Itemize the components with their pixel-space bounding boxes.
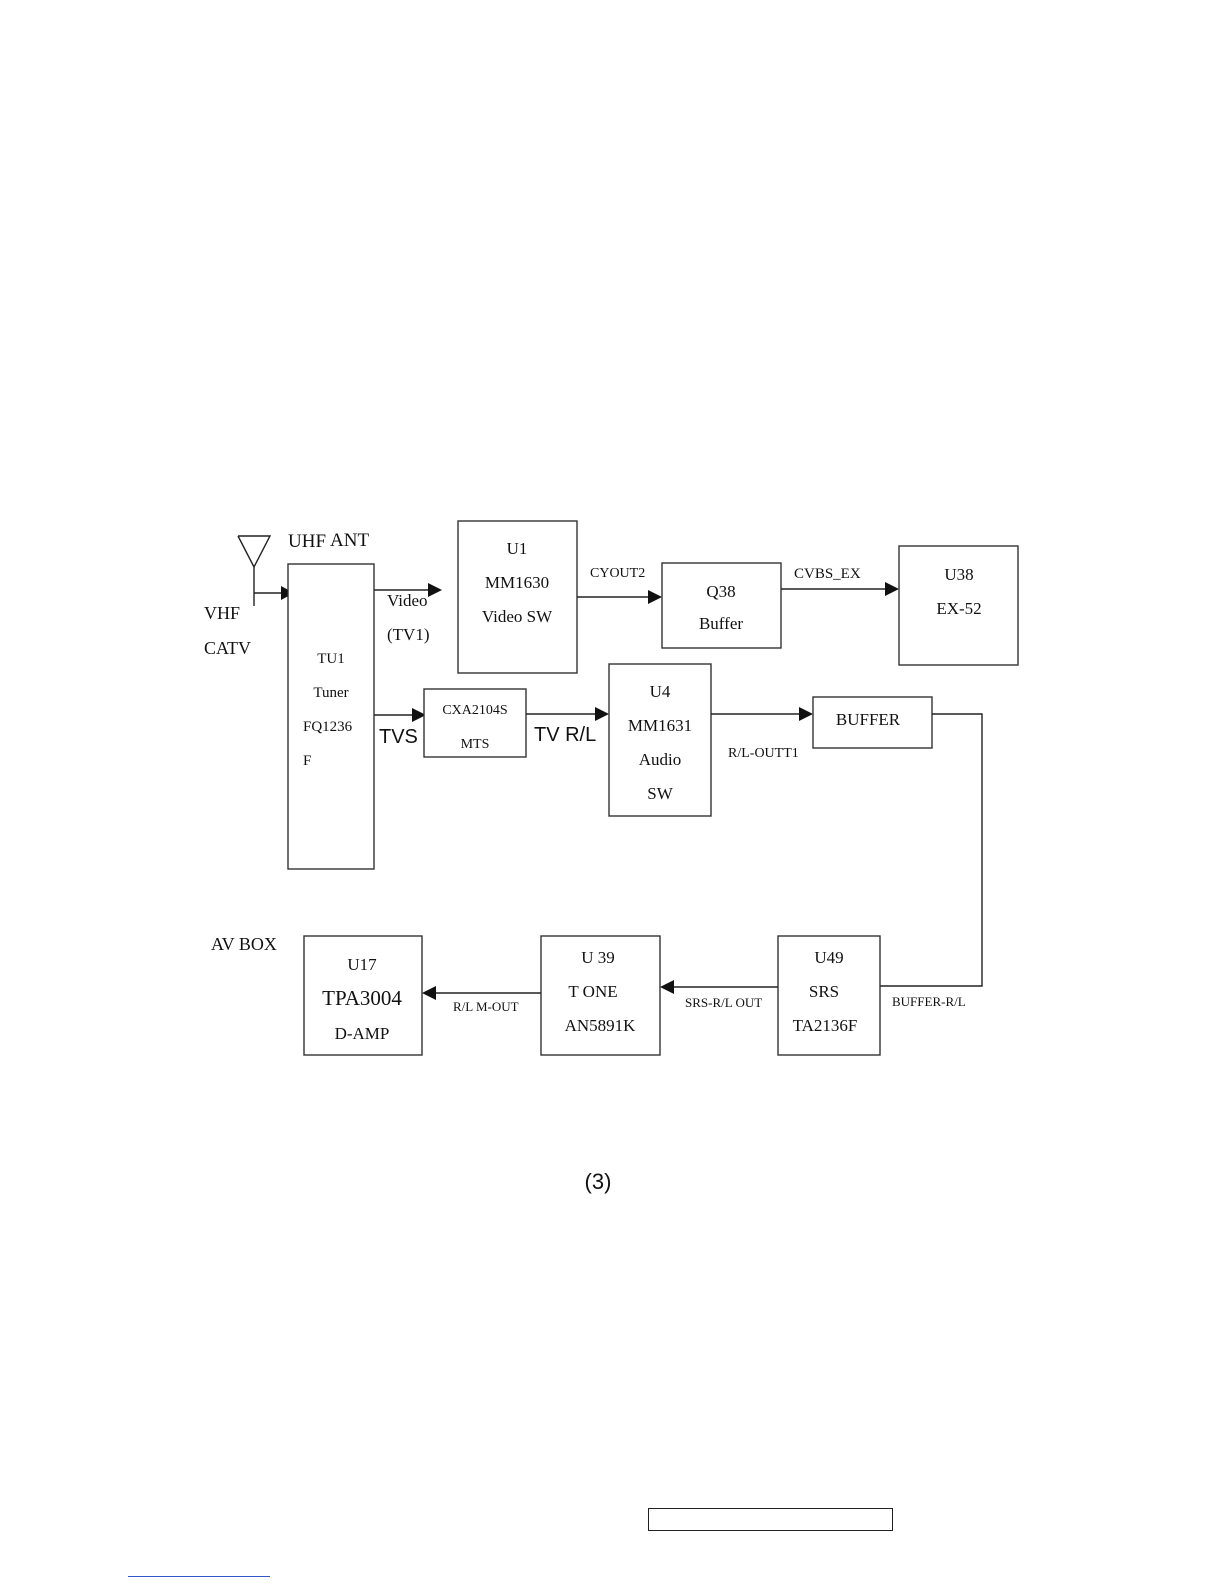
u39-line-3: AN5891K	[565, 1016, 637, 1035]
tone-block-u39: U 39 T ONE AN5891K	[541, 936, 660, 1055]
u4-line-3: Audio	[639, 750, 682, 769]
tvs-signal-label: TVS	[379, 726, 418, 748]
mts-block-cxa2104s: CXA2104S MTS	[424, 689, 526, 757]
buffer-block: BUFFER	[813, 697, 932, 748]
tu1-line-4: F	[303, 753, 311, 769]
av-box-label: AV BOX	[211, 934, 277, 954]
cxa-line-2: MTS	[461, 737, 490, 752]
footer-box	[648, 1508, 893, 1531]
uhf-label: UHF	[288, 531, 326, 552]
tv-rl-signal-label: TV R/L	[534, 724, 596, 746]
rl-m-out-signal-label: R/L M-OUT	[453, 999, 519, 1014]
cyout2-signal-label: CYOUT2	[590, 566, 645, 581]
tu1-line-1: TU1	[317, 651, 345, 667]
catv-label: CATV	[204, 638, 251, 658]
cyout2-arrowhead	[648, 590, 662, 604]
video-arrowhead	[428, 583, 442, 597]
u38-line-1: U38	[944, 565, 973, 584]
u17-line-2: TPA3004	[322, 986, 402, 1010]
u4-line-4: SW	[647, 784, 673, 803]
tv-rl-arrowhead	[595, 707, 609, 721]
rl-m-out-arrowhead	[422, 986, 436, 1000]
buffer-line-1: BUFFER	[836, 710, 901, 729]
rl-outt1-signal-label: R/L-OUTT1	[728, 746, 799, 761]
u4-line-1: U4	[650, 682, 671, 701]
audio-switch-block-u4: U4 MM1631 Audio SW	[609, 664, 711, 816]
amplifier-block-u17: U17 TPA3004 D-AMP	[304, 936, 422, 1055]
tv1-signal-label: (TV1)	[387, 625, 429, 644]
srs-rl-out-arrowhead	[660, 980, 674, 994]
u49-line-3: TA2136F	[793, 1016, 858, 1035]
ex52-block-u38: U38 EX-52	[899, 546, 1018, 665]
u17-line-3: D-AMP	[335, 1024, 390, 1043]
buffer-rl-signal-label: BUFFER-R/L	[892, 994, 966, 1009]
u49-line-1: U49	[814, 948, 843, 967]
vhf-label: VHF	[204, 603, 240, 623]
cvbs-ex-signal-label: CVBS_EX	[794, 566, 861, 582]
u39-line-1: U 39	[581, 948, 615, 967]
srs-rl-out-signal-label: SRS-R/L OUT	[685, 995, 762, 1010]
srs-block-u49: U49 SRS TA2136F	[778, 936, 880, 1055]
q38-line-1: Q38	[706, 582, 735, 601]
footer-underline	[128, 1576, 270, 1577]
ant-label: ANT	[330, 530, 369, 551]
u39-line-2: T ONE	[568, 982, 617, 1001]
video-switch-block-u1: U1 MM1630 Video SW	[458, 521, 577, 673]
video-signal-label: Video	[387, 591, 428, 610]
cvbs-ex-arrowhead	[885, 582, 899, 596]
u17-line-1: U17	[347, 955, 377, 974]
u4-line-2: MM1631	[628, 716, 692, 735]
antenna-icon	[238, 536, 294, 606]
page-label: (3)	[585, 1169, 612, 1194]
u1-line-1: U1	[507, 539, 528, 558]
tu1-line-2: Tuner	[313, 685, 348, 701]
buffer-block-q38: Q38 Buffer	[662, 563, 781, 648]
u38-line-2: EX-52	[936, 599, 981, 618]
tuner-block-tu1: TU1 Tuner FQ1236 F	[288, 564, 374, 869]
tu1-line-3: FQ1236	[303, 719, 353, 735]
u1-line-2: MM1630	[485, 573, 549, 592]
cxa-line-1: CXA2104S	[442, 703, 507, 718]
u1-line-3: Video SW	[482, 607, 553, 626]
u49-line-2: SRS	[809, 982, 839, 1001]
q38-line-2: Buffer	[699, 614, 743, 633]
rl-outt1-arrowhead	[799, 707, 813, 721]
